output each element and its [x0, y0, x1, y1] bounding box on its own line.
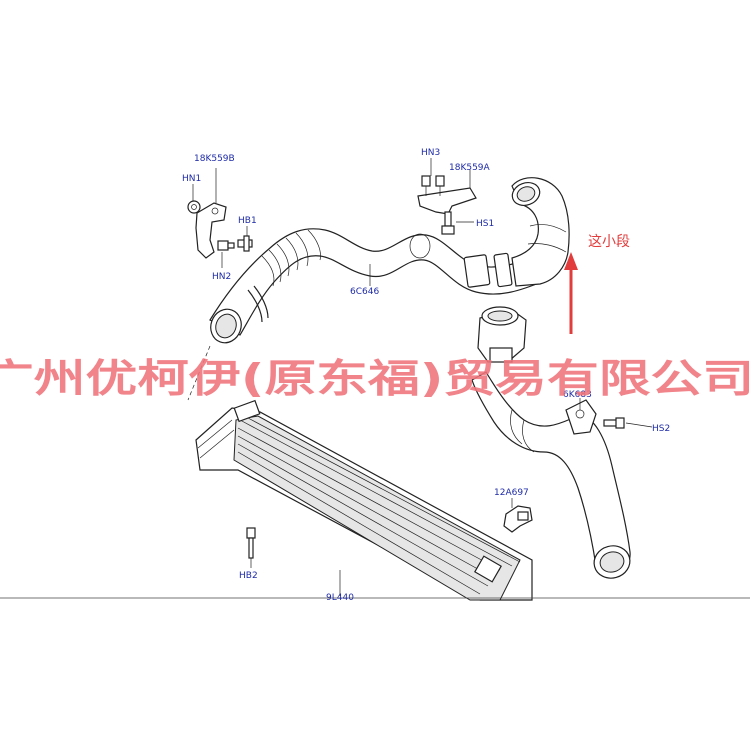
label-6k683: 6K683 [563, 390, 592, 400]
annotation-arrow [564, 252, 578, 334]
label-hb2: HB2 [239, 571, 258, 581]
label-hb1: HB1 [238, 216, 257, 226]
label-hs2: HS2 [652, 424, 670, 434]
intercooler-9l440 [195, 399, 533, 601]
label-18k559b: 18K559B [194, 154, 235, 164]
bracket-18k559a [417, 187, 477, 215]
hb1-bolt [237, 235, 253, 252]
label-hn2: HN2 [212, 272, 231, 282]
label-6c646: 6C646 [350, 287, 379, 297]
hs1-bolt [441, 211, 455, 235]
hb2-bolt [246, 527, 256, 568]
bracket-hole [211, 207, 219, 215]
watermark-text: 广州优柯伊(原东福)贸易有限公司 [0, 357, 750, 402]
hose-6c646-clamp [463, 254, 491, 288]
hn1-nut [187, 200, 201, 214]
bracket-18k559b [195, 202, 227, 259]
bracket-18k559a-assembly [417, 158, 477, 235]
sensor-12a697 [503, 498, 533, 533]
label-18k559a: 18K559A [449, 163, 491, 173]
label-9l440: 9L440 [326, 593, 354, 603]
label-hn3: HN3 [421, 148, 440, 158]
label-12a697: 12A697 [494, 488, 529, 498]
hs2-bolt [603, 417, 653, 429]
bracket-18k559b-assembly [187, 168, 253, 268]
label-hs1: HS1 [476, 219, 494, 229]
hn1-nut-hole [191, 204, 197, 210]
hose-6c646 [209, 228, 545, 344]
label-hn1: HN1 [182, 174, 201, 184]
hose-6k683 [471, 306, 631, 579]
hose-upper-elbow [511, 177, 570, 287]
annotation-note: 这小段 [588, 233, 630, 250]
hn3-nuts [421, 175, 445, 196]
connection-leader [187, 345, 211, 401]
hn2-nut [217, 240, 235, 251]
throttle-housing [477, 306, 527, 363]
